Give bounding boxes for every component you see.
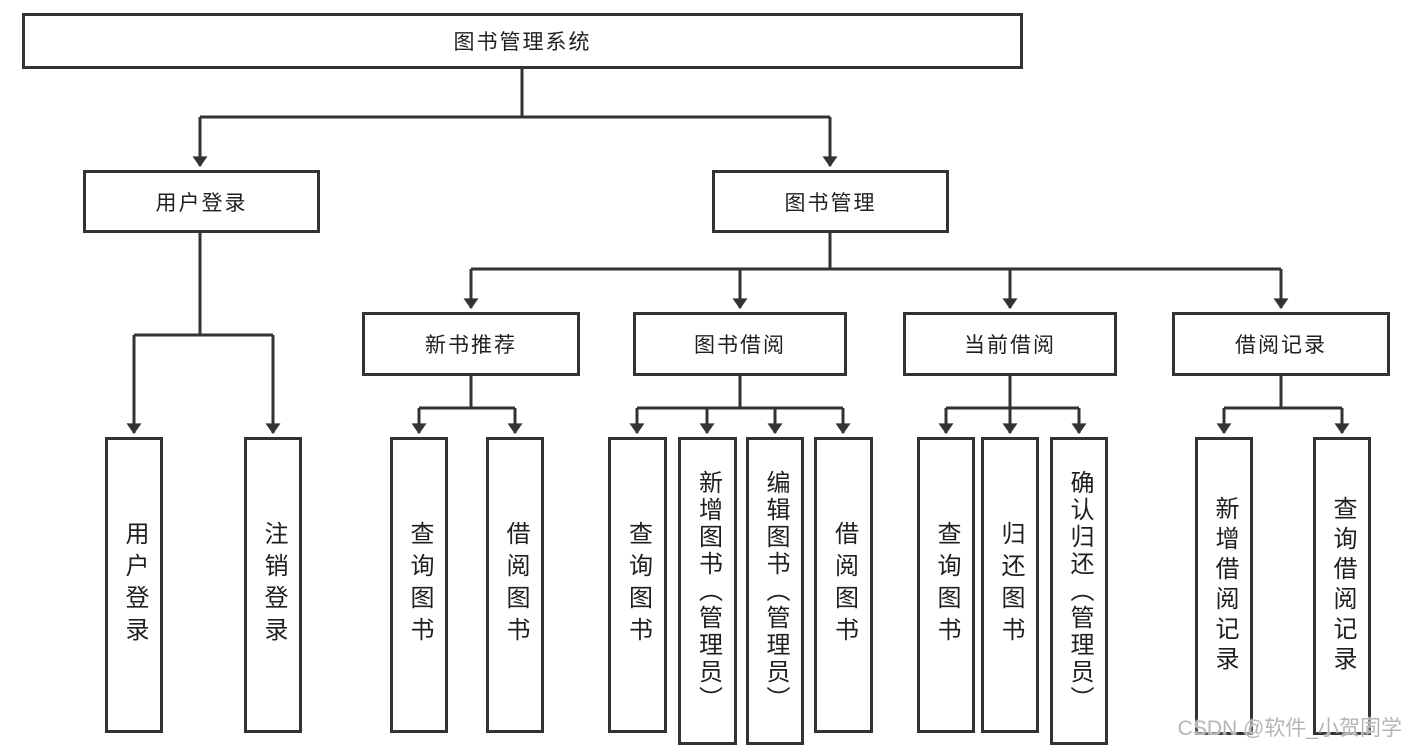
- node-current-borrowing: 当前借阅: [903, 312, 1117, 376]
- connector-borrowing-records-stem: [1224, 376, 1342, 410]
- node-leaf-bb-add-books-label: 新增图书（管理员）: [694, 469, 722, 713]
- node-leaf-bb-query-books: 查询图书: [608, 437, 667, 733]
- node-book-management-label: 图书管理: [784, 191, 877, 215]
- node-leaf-cb-return-books: 归还图书: [981, 437, 1039, 733]
- node-leaf-cb-query-books-label: 查询图书: [933, 521, 960, 649]
- node-leaf-nb-query-books: 查询图书: [390, 437, 448, 733]
- node-book-borrowing: 图书借阅: [633, 312, 847, 376]
- node-leaf-br-add-record-label: 新增借阅记录: [1211, 496, 1238, 676]
- node-user-login-label: 用户登录: [155, 191, 248, 215]
- node-leaf-br-query-record-label: 查询借阅记录: [1329, 496, 1356, 676]
- node-leaf-cb-confirm-return: 确认归还（管理员）: [1050, 437, 1108, 745]
- node-leaf-br-add-record: 新增借阅记录: [1195, 437, 1253, 735]
- node-leaf-bb-edit-books-label: 编辑图书（管理员）: [762, 469, 789, 713]
- connector-current-borrowing-stem: [946, 376, 1079, 410]
- node-leaf-bb-query-books-label: 查询图书: [624, 521, 652, 649]
- node-new-book-recommend-label: 新书推荐: [425, 334, 517, 357]
- node-leaf-cb-confirm-return-label: 确认归还（管理员）: [1066, 469, 1093, 713]
- node-leaf-bb-add-books: 新增图书（管理员）: [678, 437, 737, 745]
- node-leaf-user-login-label: 用户登录: [121, 521, 148, 649]
- connector-new-book-recommend-stem: [419, 376, 515, 410]
- node-leaf-nb-borrow-books: 借阅图书: [486, 437, 544, 733]
- node-borrowing-records: 借阅记录: [1172, 312, 1390, 376]
- node-leaf-logout-label: 注销登录: [260, 521, 287, 649]
- node-leaf-logout: 注销登录: [244, 437, 302, 733]
- node-leaf-nb-query-books-label: 查询图书: [406, 521, 433, 649]
- node-root: 图书管理系统: [22, 13, 1023, 69]
- node-root-label: 图书管理系统: [453, 31, 592, 54]
- csdn-watermark: CSDN @软件_小贺同学: [1177, 717, 1402, 740]
- connector-book-borrowing-stem: [637, 376, 843, 410]
- connector-book-management-stem: [471, 232, 1281, 271]
- node-book-management: 图书管理: [712, 170, 949, 233]
- node-leaf-bb-borrow-books: 借阅图书: [814, 437, 873, 733]
- node-book-borrowing-label: 图书借阅: [694, 334, 786, 357]
- node-user-login: 用户登录: [83, 170, 320, 233]
- connector-user-login-stem: [134, 232, 273, 337]
- node-current-borrowing-label: 当前借阅: [964, 334, 1056, 357]
- node-leaf-br-query-record: 查询借阅记录: [1313, 437, 1371, 735]
- node-leaf-cb-return-books-label: 归还图书: [997, 521, 1024, 649]
- connector-root-stem: [200, 68, 830, 119]
- node-leaf-bb-borrow-books-label: 借阅图书: [830, 521, 858, 649]
- node-leaf-bb-edit-books: 编辑图书（管理员）: [746, 437, 804, 745]
- node-leaf-cb-query-books: 查询图书: [917, 437, 975, 733]
- node-borrowing-records-label: 借阅记录: [1235, 334, 1327, 357]
- node-new-book-recommend: 新书推荐: [362, 312, 580, 376]
- node-leaf-user-login: 用户登录: [105, 437, 163, 733]
- node-leaf-nb-borrow-books-label: 借阅图书: [502, 521, 529, 649]
